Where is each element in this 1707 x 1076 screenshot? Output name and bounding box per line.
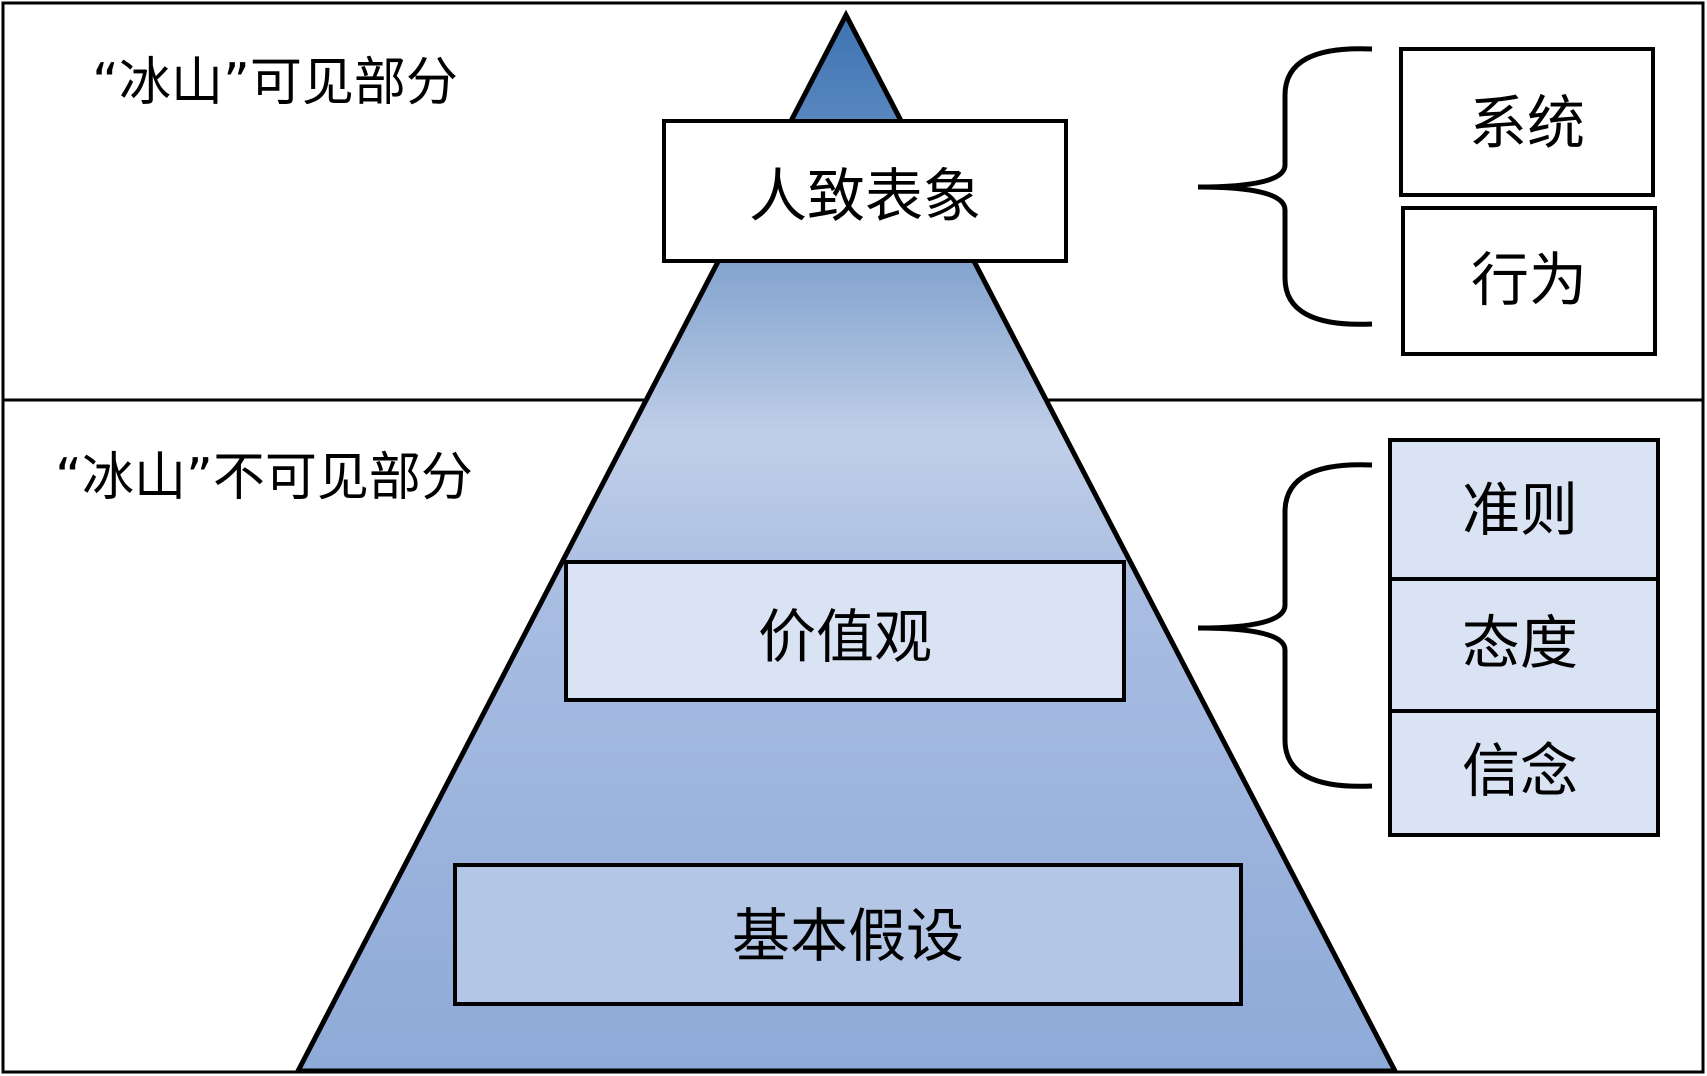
hidden-item-box <box>1388 438 1660 581</box>
bottom-box-label: 基本假设 <box>732 902 964 970</box>
top-box-label: 人致表象 <box>749 162 981 230</box>
visible-item-box <box>1399 47 1655 197</box>
middle-box <box>564 560 1126 702</box>
top-box <box>662 119 1068 263</box>
visible-item-box <box>1401 206 1657 356</box>
bottom-box <box>453 863 1243 1006</box>
hidden-item-label: 准则 <box>1462 476 1578 544</box>
hidden-brace <box>1197 462 1373 789</box>
iceberg-pyramid <box>293 9 1400 1074</box>
visible-item-label: 行为 <box>1471 246 1587 314</box>
hidden-section-label: “冰山”不可见部分 <box>55 448 473 508</box>
visible-item-label: 系统 <box>1469 89 1585 157</box>
middle-box-label: 价值观 <box>758 603 932 671</box>
visible-section-label: “冰山”可见部分 <box>92 53 458 113</box>
hidden-item-label: 态度 <box>1462 609 1578 677</box>
hidden-item-label: 信念 <box>1462 737 1578 805</box>
hidden-item-box <box>1388 709 1660 837</box>
visible-brace <box>1197 46 1373 327</box>
hidden-item-box <box>1388 577 1660 713</box>
